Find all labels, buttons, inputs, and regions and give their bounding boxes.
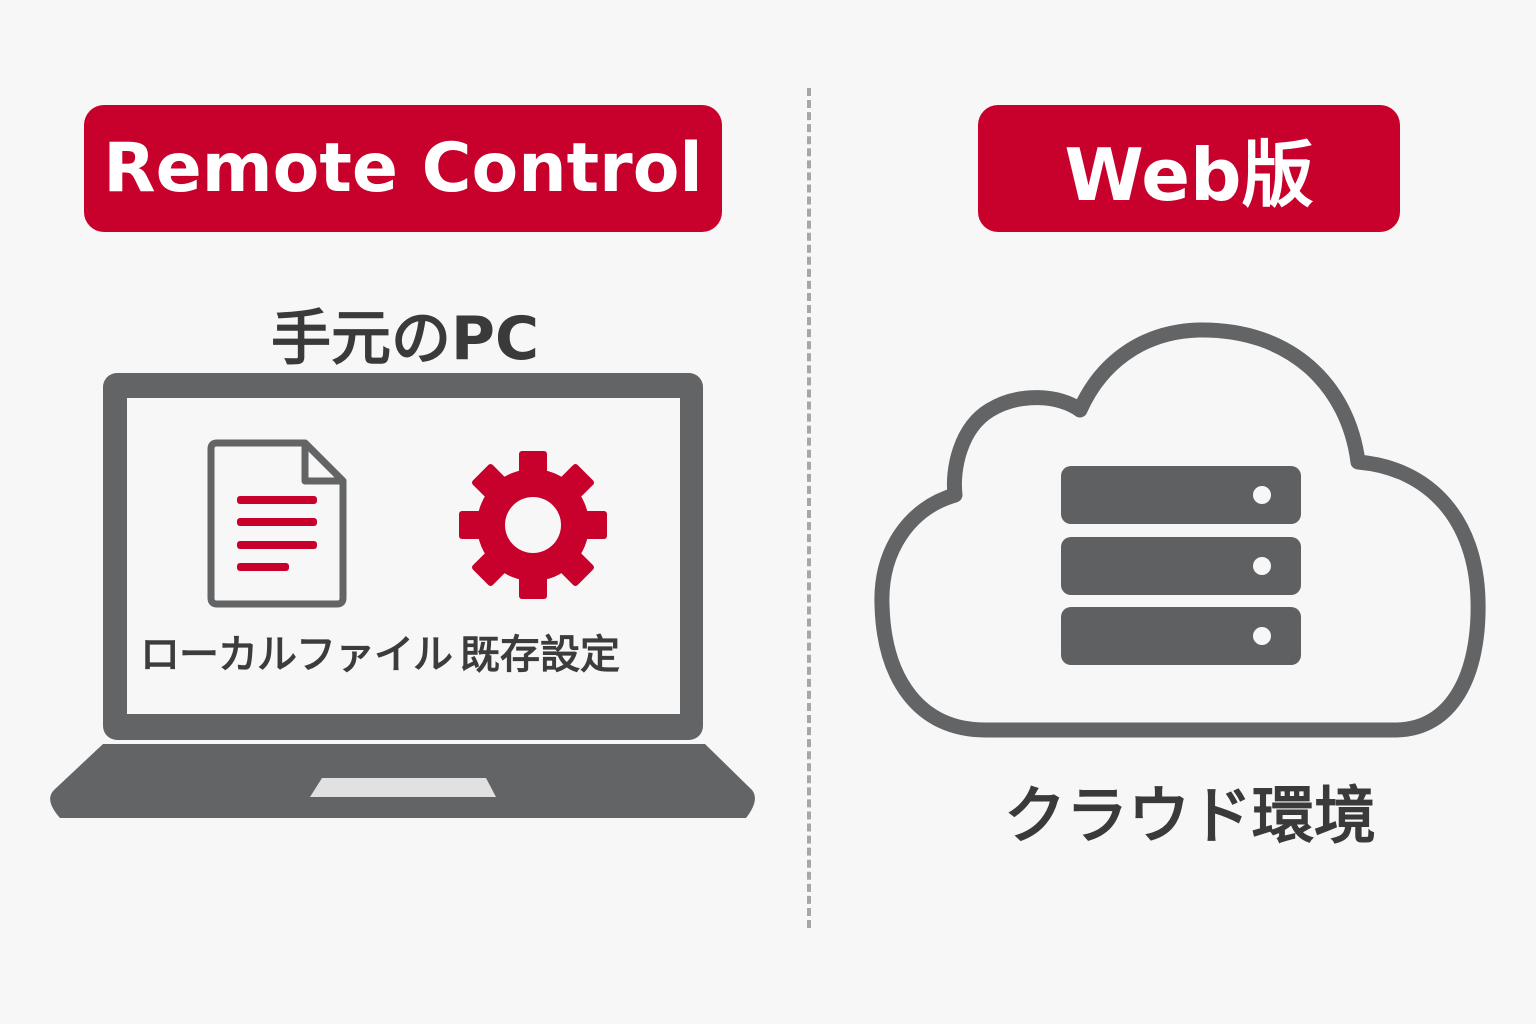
server-unit: [1061, 607, 1301, 665]
server-led: [1253, 557, 1271, 575]
local-file-label: ローカルファイル: [140, 632, 453, 678]
section-divider: [807, 88, 811, 928]
cloud-icon: [874, 322, 1486, 738]
document-icon: [207, 439, 347, 608]
document-lines: [237, 496, 317, 571]
existing-settings-label: 既存設定: [460, 632, 620, 678]
laptop-icon: [50, 373, 755, 818]
web-version-badge: Web版: [978, 105, 1400, 232]
server-led: [1253, 486, 1271, 504]
server-unit: [1061, 537, 1301, 595]
local-pc-heading: 手元のPC: [270, 304, 539, 374]
gear-icon: [459, 451, 607, 599]
server-stack-icon: [1061, 466, 1301, 665]
server-unit: [1061, 466, 1301, 524]
cloud-environment-heading: クラウド環境: [1003, 779, 1376, 852]
server-led: [1253, 627, 1271, 645]
remote-control-badge: Remote Control: [84, 105, 722, 232]
